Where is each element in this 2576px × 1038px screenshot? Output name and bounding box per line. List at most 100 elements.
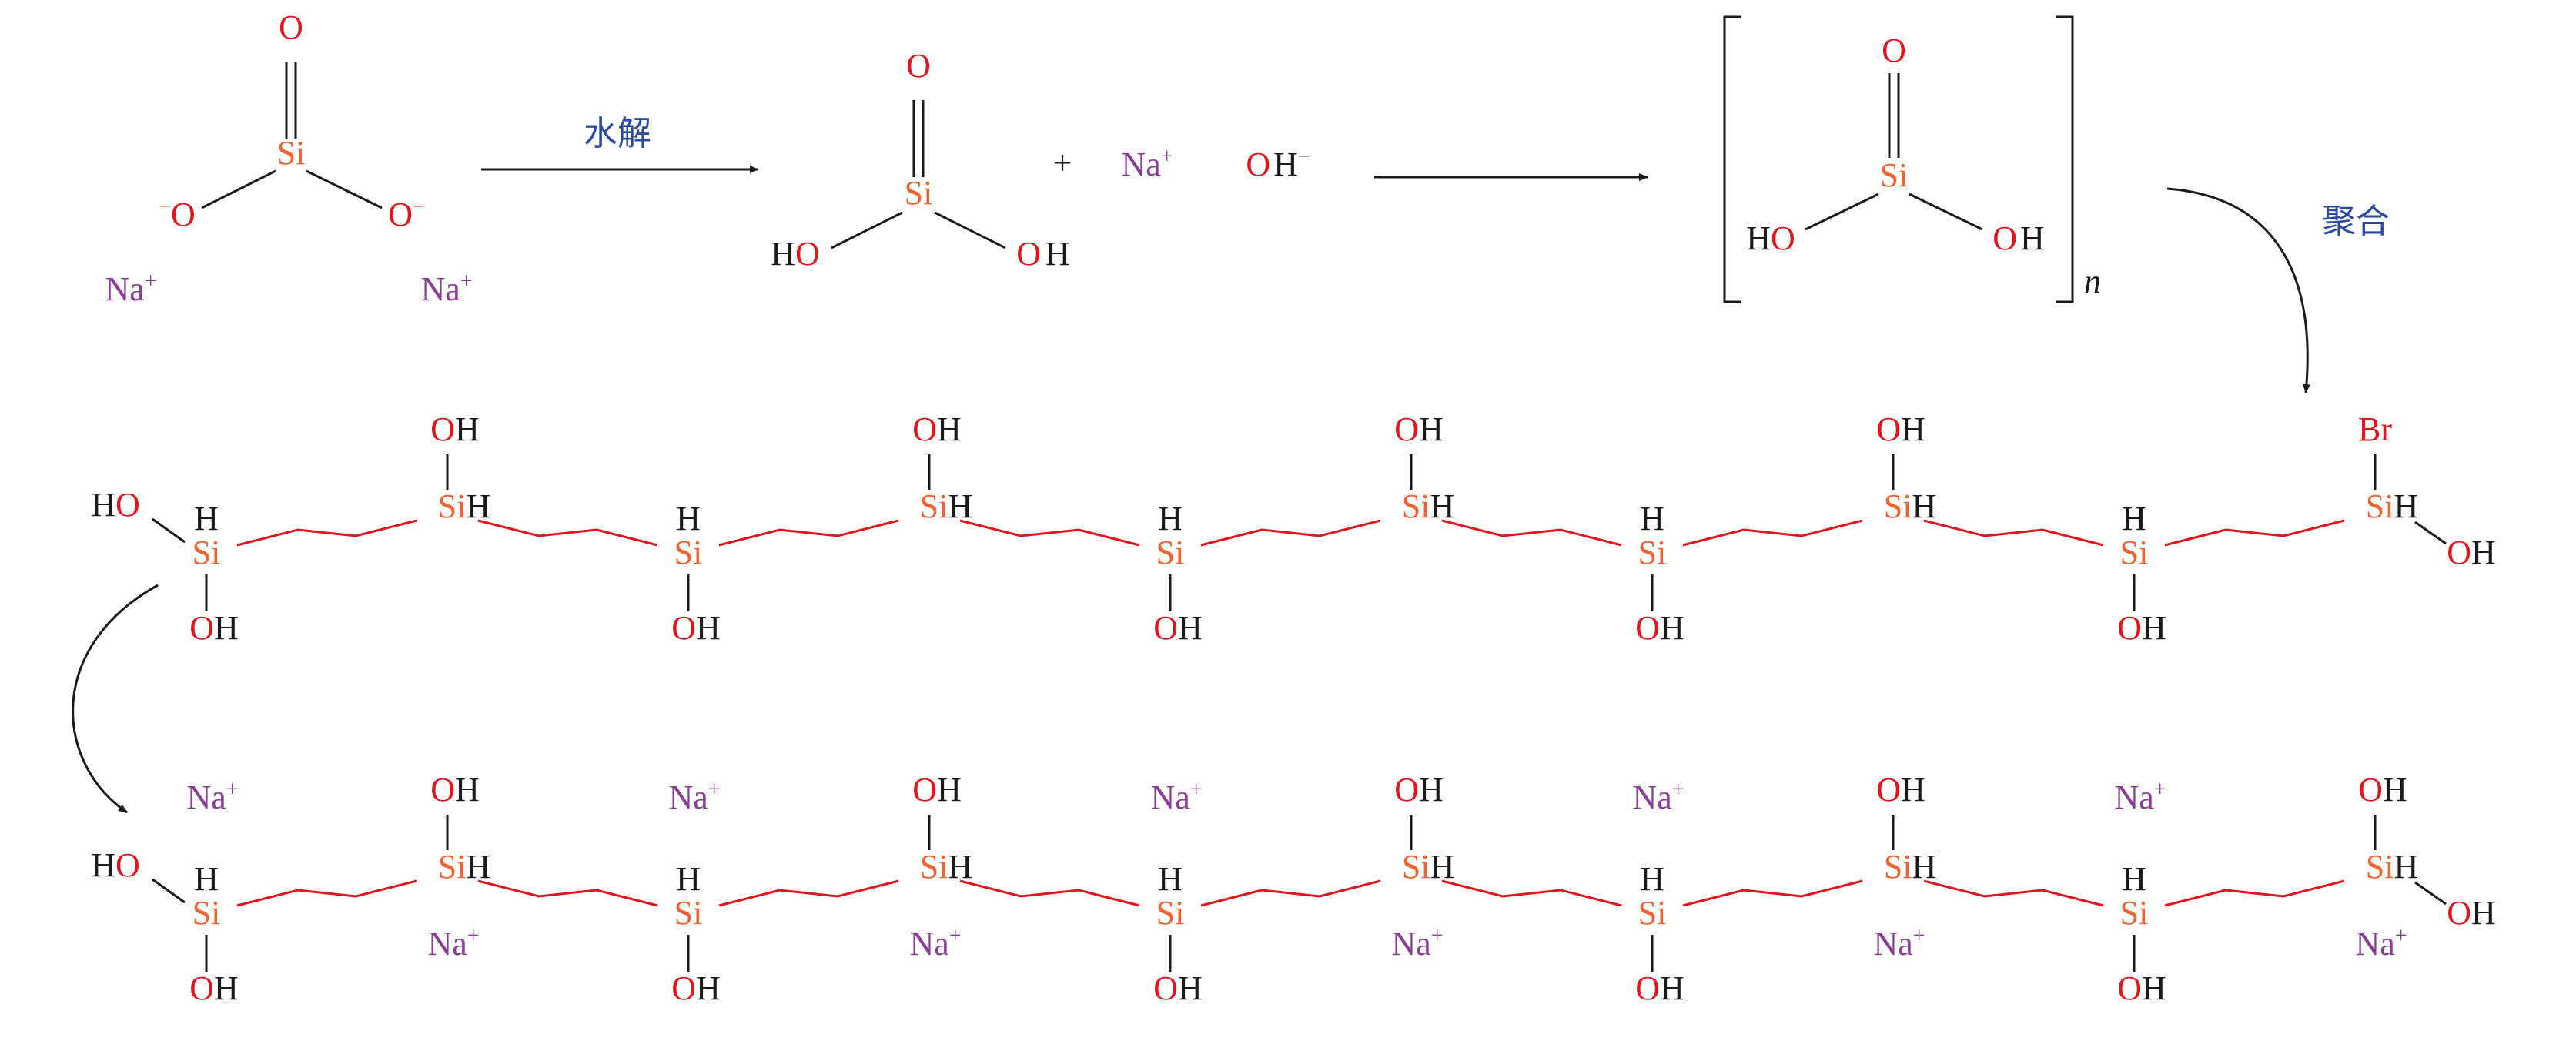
sodium-ion: Na+ xyxy=(105,270,156,308)
right-bracket xyxy=(2056,15,2074,303)
hydroxyl-group: OH xyxy=(1394,771,1444,809)
neg-charge: − xyxy=(413,195,425,219)
hydroxyl-group: OH xyxy=(2117,609,2166,647)
silicon-atom: Si xyxy=(1156,534,1185,571)
hydrogen-label: H xyxy=(466,487,490,525)
oxygen-label: O xyxy=(1635,969,1660,1007)
polysilicate-chain-sodium: HSiOHSiHOHHSiOHSiHOHHSiOHSiHOHHSiOHSiHOH… xyxy=(91,771,2496,1007)
oxygen-label: O xyxy=(1016,235,1041,273)
chain-bond xyxy=(959,879,1140,907)
sodium-ion: Na+ xyxy=(1121,145,1173,183)
hydrogen-atom: H xyxy=(1158,860,1183,898)
hydroxyl-group: OH xyxy=(1876,410,1925,448)
silicon-hydride: SiH xyxy=(438,487,490,525)
hydrogen-label: H xyxy=(937,410,962,448)
chain-bond xyxy=(2164,519,2345,547)
hydroxyl-group: OH xyxy=(189,969,239,1007)
terminal-hydroxyl: OH xyxy=(2447,894,2496,932)
silicon-label: Si xyxy=(2366,487,2394,525)
hydroxyl-group: OH xyxy=(671,609,721,647)
silicon-label: Si xyxy=(1884,848,1912,886)
hydrogen-atom: H xyxy=(1158,500,1183,537)
hydroxyl-group: OH xyxy=(2117,969,2166,1007)
pos-charge: + xyxy=(145,270,157,293)
chain-bond xyxy=(1682,519,1863,547)
hydroxyl-group: OH xyxy=(189,609,239,647)
hydrogen-label: H xyxy=(2020,219,2045,257)
polysilicic-acid-repeat-unit: O Si HO OH n xyxy=(1723,15,2101,303)
terminal-hydroxyl: OH xyxy=(2447,534,2496,571)
bond xyxy=(306,169,383,209)
bond xyxy=(201,169,276,209)
hydrogen-label: H xyxy=(696,969,721,1007)
hydrogen-label: H xyxy=(696,609,721,647)
oxygen-label: O xyxy=(388,196,413,233)
chain-bond xyxy=(1200,519,1381,547)
hydrogen-label: H xyxy=(1901,771,1925,809)
silicon-hydride: SiH xyxy=(2366,848,2418,886)
sodium-label: Na xyxy=(427,925,467,963)
oxygen-label: O xyxy=(115,846,140,884)
oxygen-label: O xyxy=(115,486,140,524)
hydrogen-atom: H xyxy=(194,500,219,537)
hydrogen-label: H xyxy=(1660,609,1684,647)
oxygen-label: O xyxy=(1635,609,1660,647)
sodium-ion: Na+ xyxy=(420,270,472,308)
sodium-ion: Na+ xyxy=(2355,924,2407,963)
chain-bond xyxy=(477,519,658,547)
hydrogen-label: H xyxy=(91,846,115,884)
bond xyxy=(2414,521,2447,545)
oxygen-label: O xyxy=(1992,219,2017,257)
hydroxyl-group: OH xyxy=(1992,219,2045,257)
silicon-hydride: SiH xyxy=(1402,848,1454,886)
chain-bond xyxy=(2164,879,2345,907)
chain-bond xyxy=(959,519,1140,547)
silicon-label: Si xyxy=(920,848,948,886)
hydroxide-ion: OH− xyxy=(1246,145,1310,183)
pos-charge: + xyxy=(1190,778,1203,802)
silicon-label: Si xyxy=(1884,487,1912,525)
hydroxyl-group: HO xyxy=(1746,219,1795,257)
oxygen-label: O xyxy=(1394,410,1419,448)
oxygen-label: O xyxy=(671,609,696,647)
silicon-label: Si xyxy=(2366,848,2394,886)
sodium-label: Na xyxy=(1121,146,1160,183)
oxygen-label: O xyxy=(189,609,214,647)
pos-charge: + xyxy=(949,924,962,948)
pos-charge: + xyxy=(460,270,473,293)
terminal-hydroxyl: HO xyxy=(91,846,140,884)
hydrogen-label: H xyxy=(2471,534,2496,571)
hydroxyl-group: OH xyxy=(430,410,480,448)
oxygen-label: O xyxy=(2117,609,2142,647)
repeat-subscript: n xyxy=(2084,263,2101,300)
oxygen-atom: O xyxy=(279,8,303,46)
silicon-hydride: SiH xyxy=(1884,487,1936,525)
hydroxyl-group: OH xyxy=(2358,771,2407,809)
hydrolysis-arrow: 水解 xyxy=(481,114,759,173)
sodium-label: Na xyxy=(1150,778,1189,816)
oxide-anion: O− xyxy=(388,195,425,233)
silicon-label: Si xyxy=(1402,848,1430,886)
sodium-ion: Na+ xyxy=(1150,778,1202,816)
silicon-atom: Si xyxy=(674,894,703,932)
hydroxyl-group: OH xyxy=(912,410,962,448)
conversion-arrow xyxy=(72,584,159,814)
bond xyxy=(934,211,1006,249)
hydrogen-atom: H xyxy=(194,860,219,898)
chain-bond xyxy=(1923,879,2104,907)
sodium-ion: Na+ xyxy=(1391,924,1443,963)
oxygen-label: O xyxy=(1153,969,1178,1007)
oxygen-label: O xyxy=(430,410,455,448)
hydrogen-label: H xyxy=(466,848,490,886)
hydroxyl-group: OH xyxy=(1635,609,1684,647)
chain-bond xyxy=(236,519,417,547)
hydrogen-label: H xyxy=(2142,609,2166,647)
hydrogen-label: H xyxy=(1430,487,1454,525)
hydrogen-label: H xyxy=(1045,235,1070,273)
silicon-atom: Si xyxy=(1638,894,1667,932)
oxygen-label: O xyxy=(795,235,820,273)
hydrogen-label: H xyxy=(214,609,239,647)
